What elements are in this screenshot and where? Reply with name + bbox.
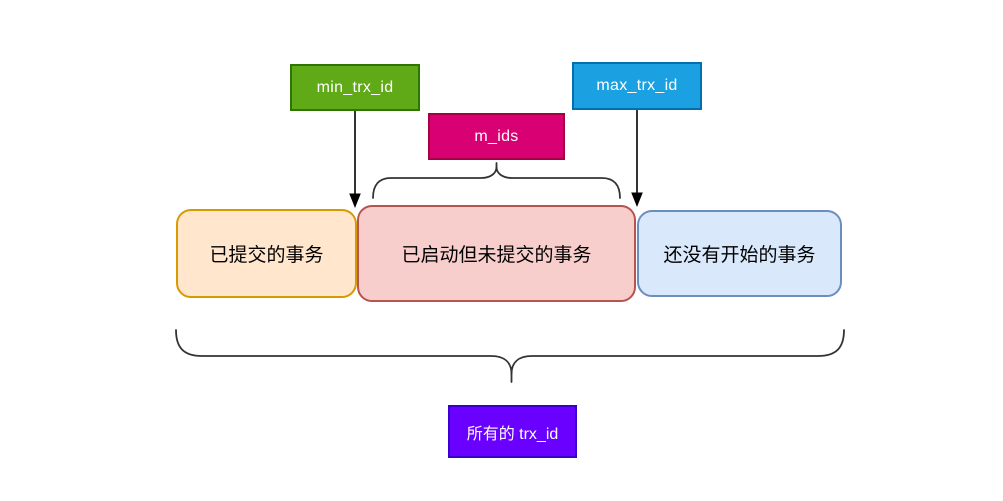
max-trx-id-label: max_trx_id xyxy=(596,77,678,94)
not-started-transactions-box: 还没有开始的事务 xyxy=(637,210,842,297)
all-trx-brace-right-half xyxy=(510,329,845,375)
active-transactions-box: 已启动但未提交的事务 xyxy=(357,205,636,302)
m-ids-label-box: m_ids xyxy=(428,113,565,160)
not-started-transactions-label: 还没有开始的事务 xyxy=(663,245,816,266)
active-transactions-label: 已启动但未提交的事务 xyxy=(401,245,592,266)
m-ids-brace-right-half xyxy=(495,166,621,199)
min-trx-id-arrowhead-icon xyxy=(349,193,361,208)
all-trx-brace xyxy=(175,329,845,383)
max-trx-id-arrow xyxy=(631,110,643,207)
all-trx-id-box: 所有的 trx_id xyxy=(448,405,577,458)
committed-transactions-box: 已提交的事务 xyxy=(176,209,357,298)
m-ids-brace xyxy=(372,162,621,199)
min-trx-id-label-box: min_trx_id xyxy=(290,64,420,111)
min-trx-id-arrow xyxy=(349,111,361,208)
m-ids-brace-left-half xyxy=(372,162,498,199)
min-trx-id-label: min_trx_id xyxy=(316,78,394,96)
all-trx-brace-left-half xyxy=(175,329,513,383)
max-trx-id-label-box: max_trx_id xyxy=(572,62,702,110)
m-ids-label: m_ids xyxy=(474,127,519,145)
all-trx-id-label: 所有的 trx_id xyxy=(466,425,559,443)
committed-transactions-label: 已提交的事务 xyxy=(209,245,324,266)
max-trx-id-arrowhead-icon xyxy=(631,192,643,207)
